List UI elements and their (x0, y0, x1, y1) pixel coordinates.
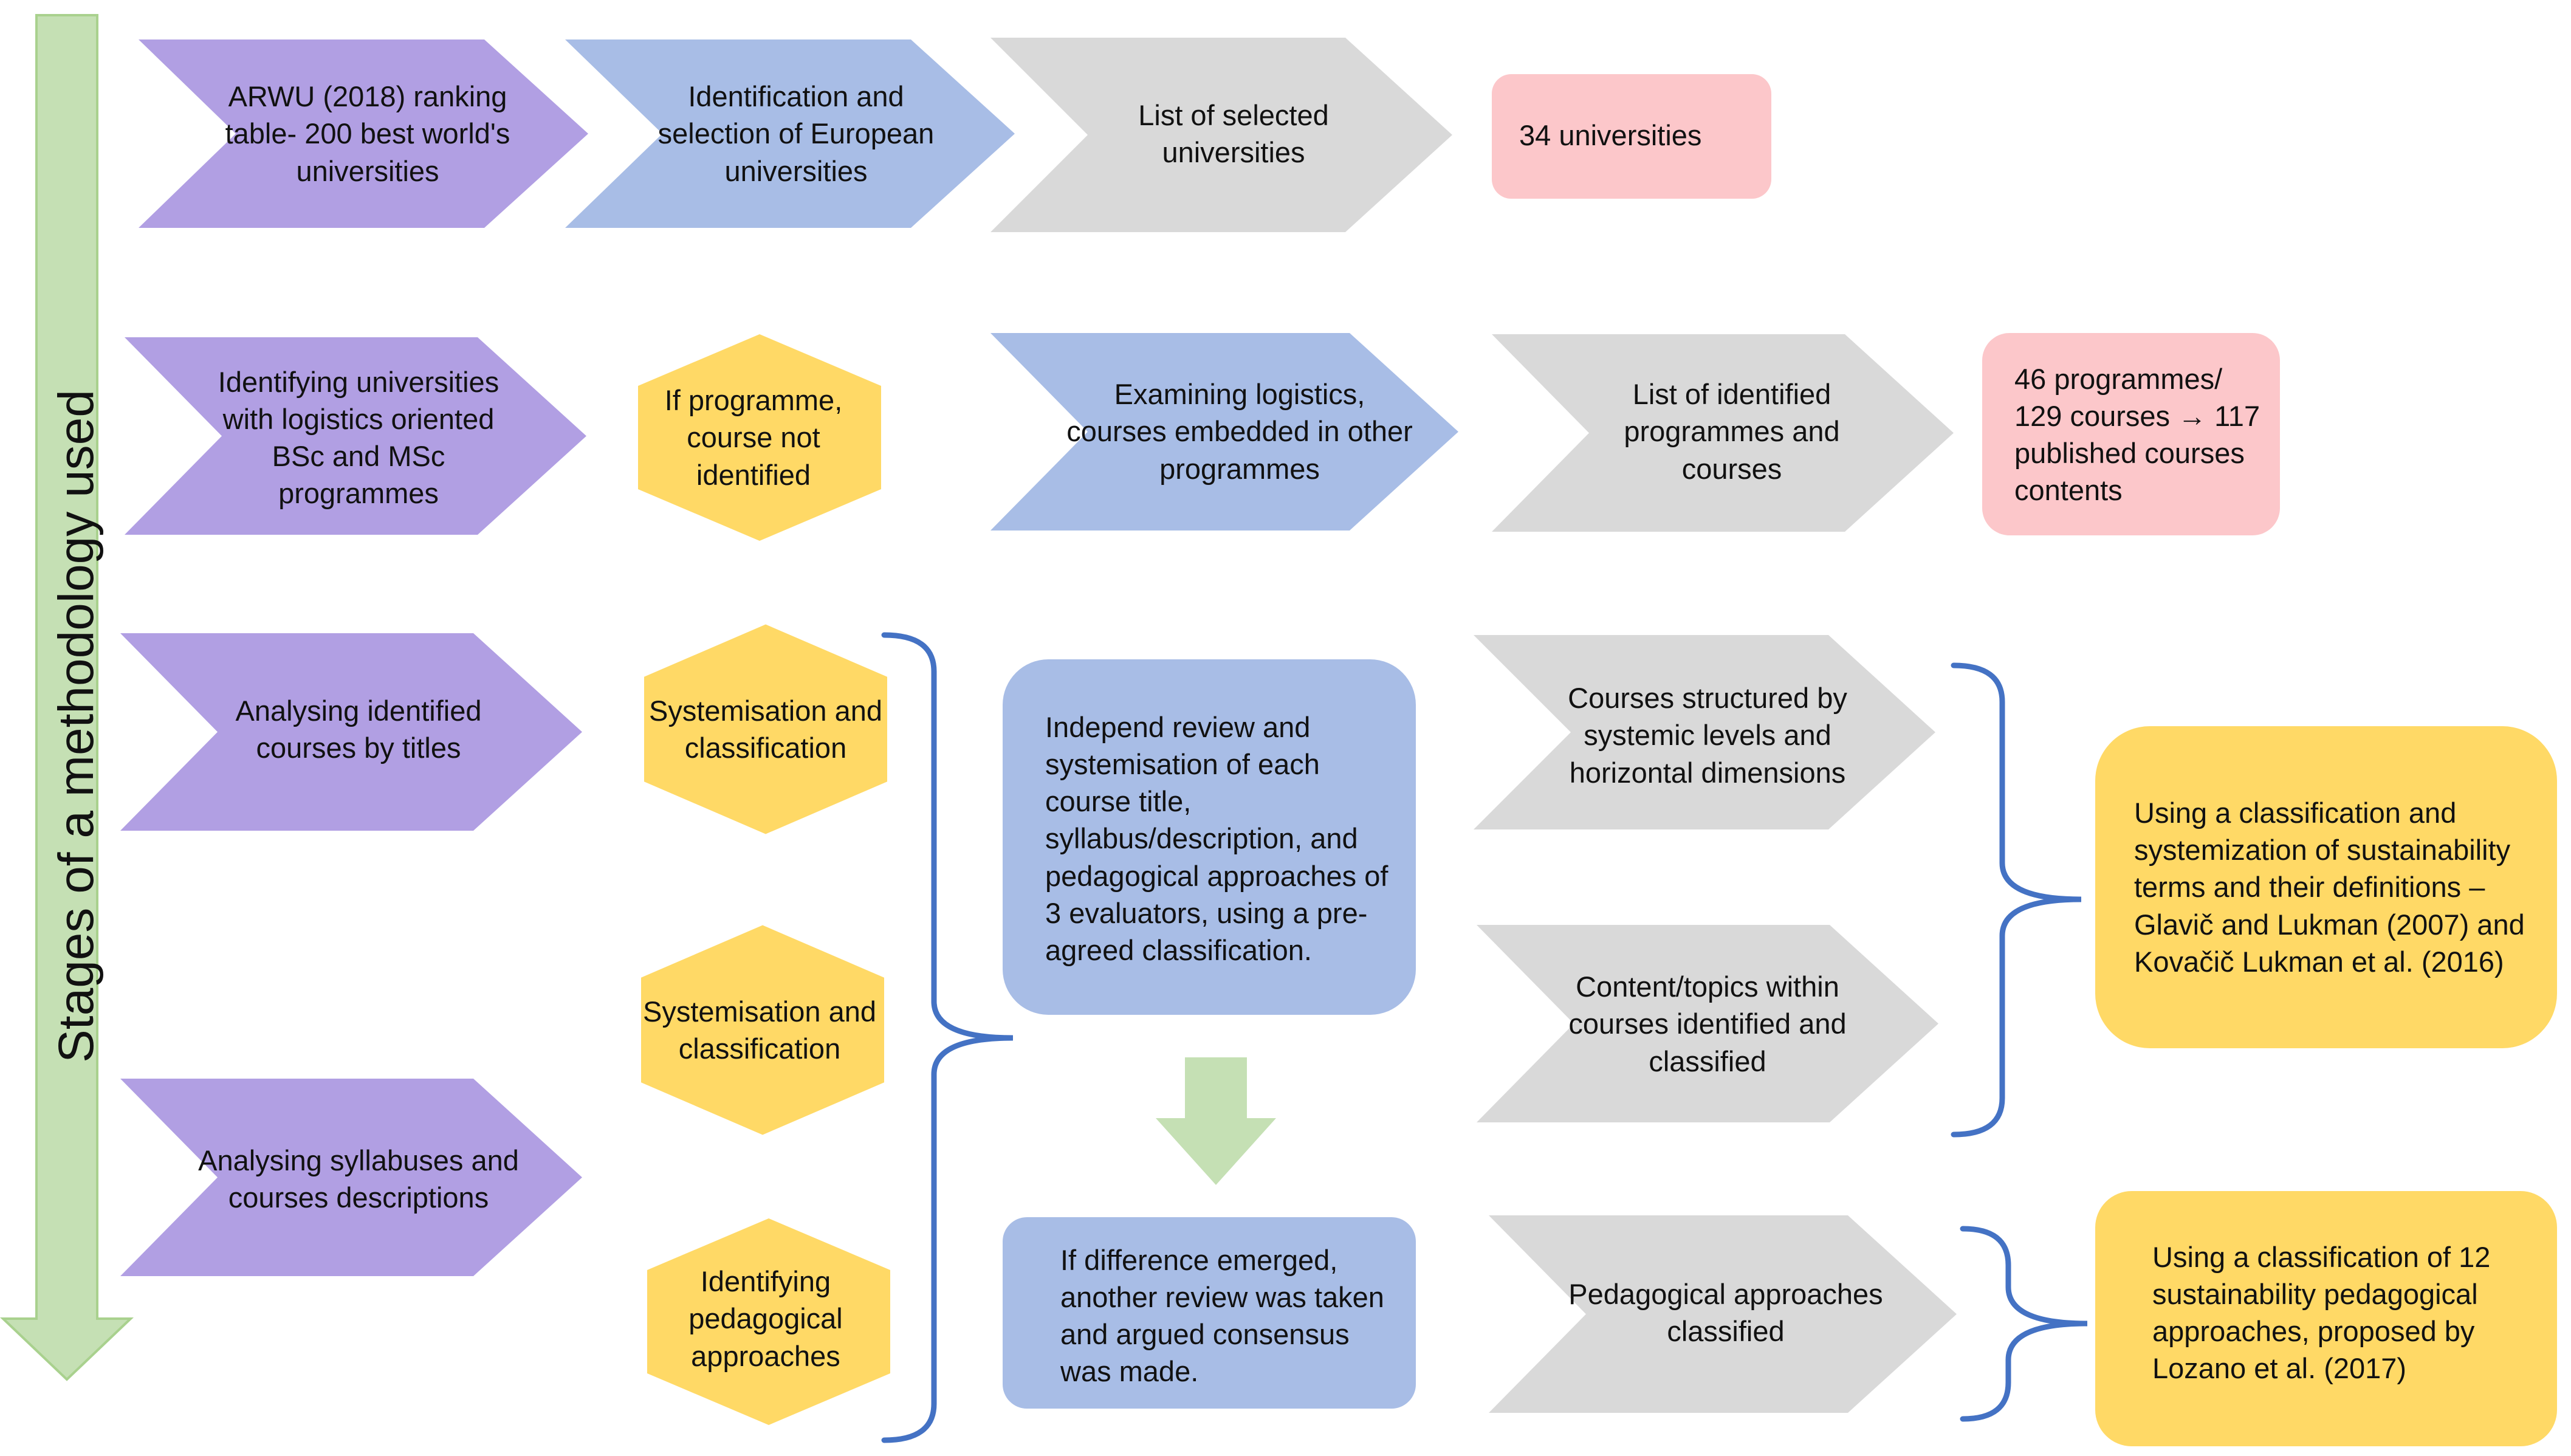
pedagogical-identification-text: Identifying pedagogical approaches (688, 1265, 843, 1372)
ranking-table-chevron (139, 39, 588, 228)
programmes-count-text: 46 programmes/ 129 courses → 117 publish… (2014, 362, 2260, 507)
vertical-stage-arrow (0, 14, 134, 1381)
stages-side-label: Stages of a methodology used (49, 390, 104, 1063)
universities-count-box (1492, 74, 1771, 199)
examining-logistics-text: Examining logistics, courses embedded in… (1066, 378, 1413, 485)
ranking-table-text: ARWU (2018) ranking table- 200 best worl… (225, 80, 510, 187)
identified-programmes-chevron (1492, 334, 1954, 532)
identified-programmes-text: List of identified programmes and course… (1624, 378, 1840, 485)
condition-text: If programme, course not identified (664, 384, 843, 491)
sustainability-terms-text: Using a classification and systemization… (2134, 797, 2525, 978)
courses-structured-chevron (1474, 635, 1935, 829)
sustainability-terms-box (2095, 726, 2557, 1048)
review-down-arrow (1156, 1057, 1276, 1185)
analysing-syllabuses-text: Analysing syllabuses and courses descrip… (198, 1144, 519, 1214)
analysing-syllabuses-chevron (120, 1079, 582, 1276)
programmes-count-box (1982, 333, 2280, 535)
right-lower-curly-bracket (1960, 1226, 2088, 1422)
pedagogical-approaches-12-text: Using a classification of 12 sustainabil… (2152, 1240, 2491, 1385)
pedagogical-classified-chevron (1489, 1215, 1957, 1413)
left-curly-bracket (881, 632, 1014, 1443)
analysing-titles-chevron (120, 633, 582, 831)
condition-hexagon (638, 334, 881, 541)
content-topics-chevron (1477, 925, 1938, 1122)
analysing-titles-text: Analysing identified courses by titles (235, 694, 482, 764)
courses-structured-text: Courses structured by systemic levels an… (1568, 682, 1847, 789)
pedagogical-approaches-12-box (2095, 1191, 2557, 1446)
systemisation-1-text: Systemisation and classification (648, 694, 883, 764)
systemisation-2-hexagon (641, 925, 884, 1135)
universities-count-text: 34 universities (1519, 119, 1702, 152)
identifying-universities-chevron (125, 337, 586, 535)
difference-review-text: If difference emerged, another review wa… (1060, 1243, 1384, 1388)
selected-universities-chevron (990, 38, 1452, 232)
independent-review-text: Independ review and systemisation of eac… (1045, 711, 1388, 966)
content-topics-text: Content/topics within courses identified… (1568, 970, 1847, 1077)
difference-review-box (1003, 1217, 1416, 1409)
identification-chevron (565, 39, 1015, 228)
independent-review-box (1003, 659, 1416, 1015)
pedagogical-classified-text: Pedagogical approaches classified (1568, 1277, 1883, 1347)
systemisation-1-hexagon (644, 624, 887, 834)
identification-text: Identification and selection of European… (657, 80, 935, 187)
selected-universities-text: List of selected universities (1138, 98, 1329, 168)
right-upper-curly-bracket (1951, 662, 2082, 1138)
systemisation-2-text: Systemisation and classification (642, 995, 877, 1065)
identifying-universities-text: Identifying universities with logistics … (218, 365, 499, 510)
pedagogical-identification-hexagon (647, 1218, 890, 1425)
examining-logistics-chevron (990, 333, 1458, 531)
